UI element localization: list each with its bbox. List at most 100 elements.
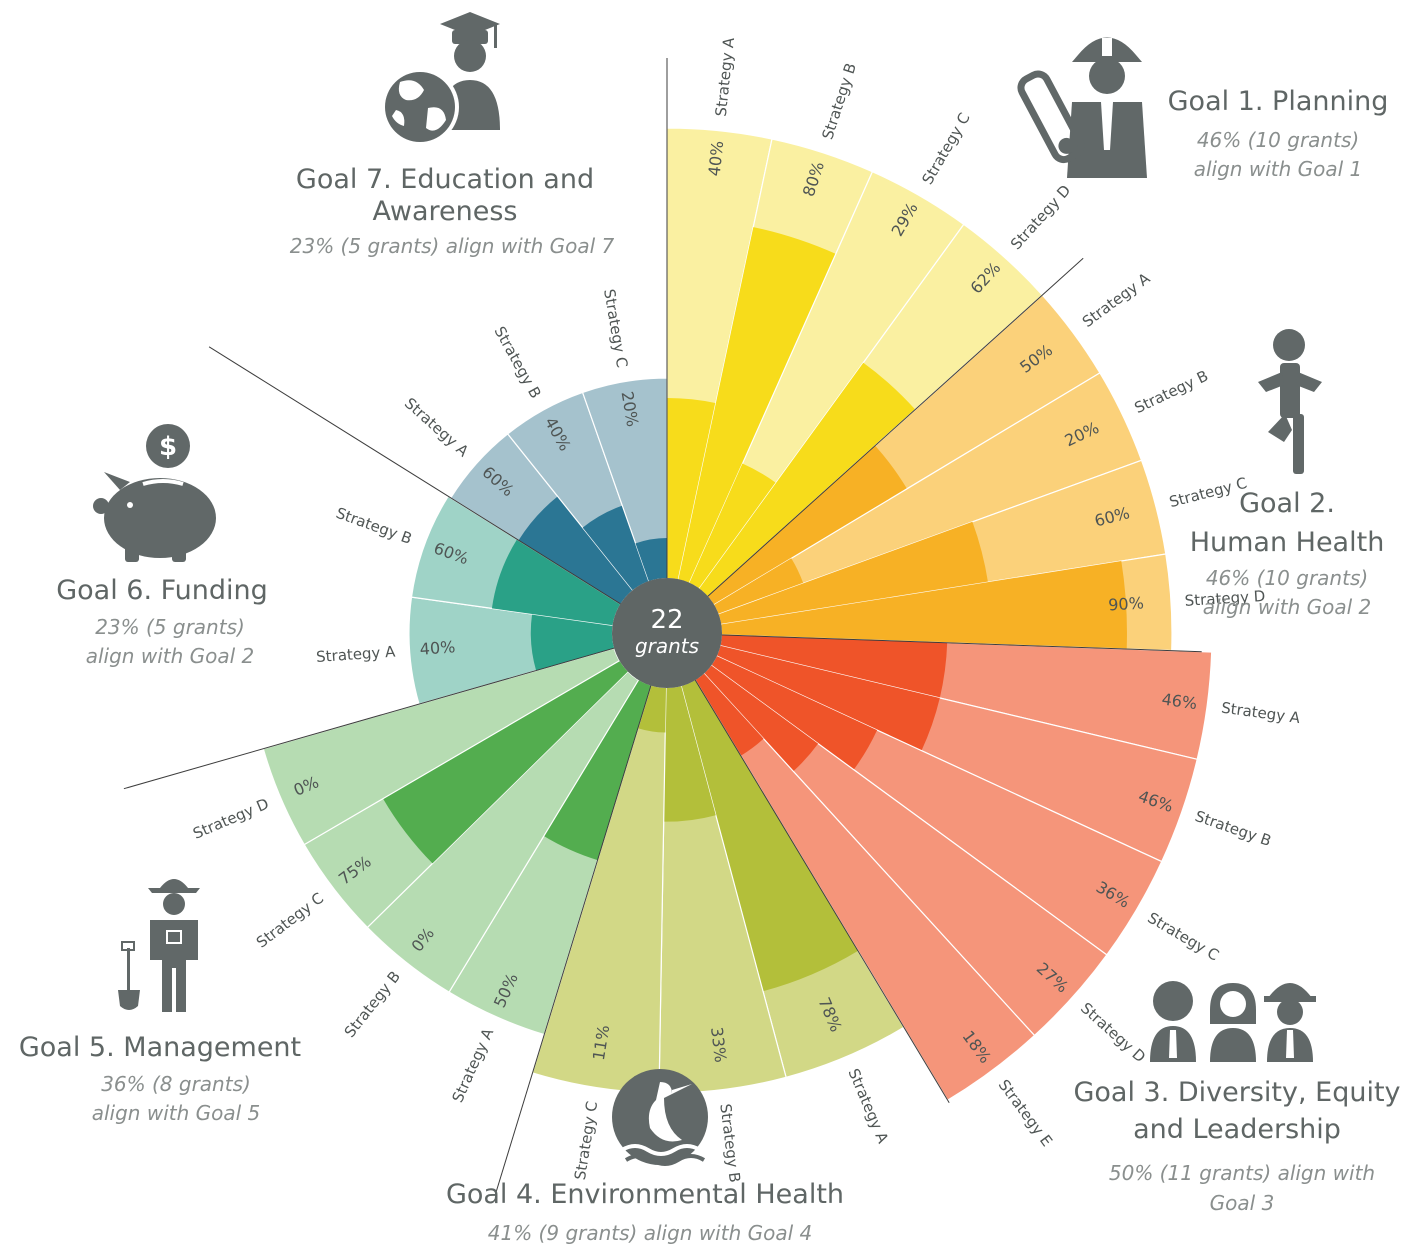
goal7-strategy-b-bar <box>582 505 649 591</box>
bars-layer <box>262 127 1213 1102</box>
goal3-strategy-e-bar <box>695 673 764 756</box>
goal3-strategy-e-label: Strategy E <box>995 1076 1056 1150</box>
goal1-subtitle-line1: 46% (10 grants) <box>1197 128 1359 152</box>
goal1-strategy-a-label: Strategy A <box>712 36 738 117</box>
farmer-with-shovel-icon <box>118 879 200 1012</box>
goal6-subtitle-line1: 23% (5 grants) <box>95 615 245 639</box>
center-circle <box>612 578 722 688</box>
goal5-caption: Goal 5. Management 36% (8 grants) align … <box>19 1032 301 1125</box>
center-unit: grants <box>635 634 699 658</box>
goal4-caption: Goal 4. Environmental Health 41% (9 gran… <box>446 1179 844 1245</box>
goal1-strategy-c-bar <box>689 463 776 589</box>
goal7-strategy-a-bar <box>518 496 633 604</box>
center-value: 22 <box>650 605 683 635</box>
piggy-bank-icon: $ <box>93 424 216 562</box>
goal2-strategy-d-value-label: 90% <box>1108 593 1145 614</box>
goal6-strategy-b-bar <box>491 539 621 626</box>
three-people-icon <box>1150 981 1316 1062</box>
goal5-subtitle-line1: 36% (8 grants) <box>101 1072 251 1096</box>
goal5-strategy-a-label: Strategy A <box>448 1025 497 1105</box>
goal4-strategy-a-label: Strategy A <box>844 1066 892 1147</box>
goal5-title: Goal 5. Management <box>19 1032 301 1063</box>
goal5-strategy-a-bar <box>543 680 651 861</box>
goal2-strategy-b-label: Strategy B <box>1132 367 1211 417</box>
goal4-divider-line <box>666 632 950 1103</box>
goal7-strategy-a-label: Strategy A <box>401 394 473 461</box>
goal2-strategy-d-bar <box>721 561 1127 650</box>
goal2-strategy-b-bar <box>714 558 804 615</box>
goal6-strategy-a-value-label: 40% <box>419 637 456 658</box>
goal2-strategy-d-label: Strategy D <box>1184 587 1266 610</box>
goal3-strategy-c-bar <box>711 656 878 770</box>
goal7-strategy-b-label: Strategy B <box>491 323 545 401</box>
goal5-strategy-b-label: Strategy B <box>341 968 404 1041</box>
goal3-title-line2: and Leadership <box>1133 1114 1341 1145</box>
center-hub: 22 grants <box>612 578 722 688</box>
goal4-strategy-b-label: Strategy B <box>716 1103 744 1184</box>
goal2-title-line1: Goal 2. <box>1239 488 1335 519</box>
goal4-strategy-b-bar <box>663 686 716 822</box>
goal7-subtitle: 23% (5 grants) align with Goal 7 <box>290 234 615 258</box>
goal2-caption: Goal 2. Human Health 46% (10 grants) ali… <box>1190 488 1385 619</box>
goal6-title: Goal 6. Funding <box>56 575 268 606</box>
goal3-strategy-a-label: Strategy A <box>1220 699 1302 728</box>
graduate-globe-icon <box>381 12 500 146</box>
goal3-strategy-a-value-label: 46% <box>1161 690 1199 714</box>
goal1-strategy-d-bar <box>699 362 916 597</box>
goal6-strategy-b-label: Strategy B <box>334 504 415 548</box>
goal4-strategy-c-bar <box>637 685 666 733</box>
goal2-strategy-a-label: Strategy A <box>1079 269 1154 331</box>
engineer-with-blueprints-icon <box>1017 37 1147 178</box>
heron-icon <box>612 1069 708 1166</box>
goal2-subtitle-line1: 46% (10 grants) <box>1206 566 1368 590</box>
goal3-divider-line <box>666 632 1202 653</box>
goal2-strategy-c-label: Strategy C <box>1167 474 1248 511</box>
goal5-strategy-c-bar <box>383 660 628 864</box>
goal3-strategy-b-bar <box>716 645 940 751</box>
goal2-strategy-a-bar <box>707 445 907 605</box>
goal1-strategy-c-label: Strategy C <box>918 110 973 188</box>
goal5-strategy-d-label: Strategy D <box>190 795 271 843</box>
goal1-strategy-d-label: Strategy D <box>1007 181 1074 253</box>
goal3-strategy-c-label: Strategy C <box>1145 909 1223 965</box>
goal3-caption: Goal 3. Diversity, Equity and Leadership… <box>1073 1077 1400 1215</box>
goal3-title-line1: Goal 3. Diversity, Equity <box>1073 1077 1400 1108</box>
goal2-divider-line <box>666 257 1084 634</box>
goal6-subtitle-line2: align with Goal 2 <box>86 644 255 668</box>
goal5-strategy-c-label: Strategy C <box>253 889 327 952</box>
goal1-title: Goal 1. Planning <box>1168 86 1389 117</box>
goal-dividers <box>123 58 1202 1193</box>
goal3-strategy-b-label: Strategy B <box>1193 807 1274 850</box>
goal3-strategy-a-bar <box>720 634 948 698</box>
goal1-strategy-b-label: Strategy B <box>818 61 860 142</box>
goal7-divider-line <box>208 346 668 634</box>
yoga-person-icon <box>1258 329 1322 474</box>
goal3-subtitle-line1: 50% (11 grants) align with <box>1109 1161 1375 1185</box>
goal1-strategy-a-value-label: 40% <box>705 140 728 177</box>
goal4-strategy-a-bar <box>681 680 858 992</box>
goal7-strategy-c-bar <box>635 538 667 582</box>
goal4-subtitle: 41% (9 grants) align with Goal 4 <box>488 1221 812 1245</box>
goal5-subtitle-line2: align with Goal 5 <box>92 1101 261 1125</box>
goal7-title-line1: Goal 7. Education and <box>296 164 594 195</box>
svg-text:$: $ <box>159 432 177 462</box>
goal3-strategy-d-label: Strategy D <box>1077 999 1149 1066</box>
goal6-caption: Goal 6. Funding 23% (5 grants) align wit… <box>56 575 268 668</box>
goal7-title-line2: Awareness <box>373 196 518 227</box>
goal1-strategy-a-bar <box>667 397 716 580</box>
goal2-title-line2: Human Health <box>1190 527 1385 558</box>
goal2-strategy-c-bar <box>718 521 988 625</box>
goal3-subtitle-line2: Goal 3 <box>1210 1191 1275 1215</box>
goal3-strategy-d-bar <box>704 665 819 772</box>
goal4-strategy-c-label: Strategy C <box>571 1100 601 1181</box>
goal1-subtitle-line2: align with Goal 1 <box>1194 157 1363 181</box>
goal6-strategy-a-label: Strategy A <box>316 643 397 667</box>
goal5-divider-line <box>495 632 668 1193</box>
goal1-strategy-b-bar <box>678 227 836 583</box>
goal6-strategy-a-bar <box>530 614 615 671</box>
goal1-caption: Goal 1. Planning 46% (10 grants) align w… <box>1168 86 1389 181</box>
goal7-caption: Goal 7. Education and Awareness 23% (5 g… <box>290 164 615 258</box>
goal4-title: Goal 4. Environmental Health <box>446 1179 844 1210</box>
goal6-divider-line <box>123 632 668 790</box>
